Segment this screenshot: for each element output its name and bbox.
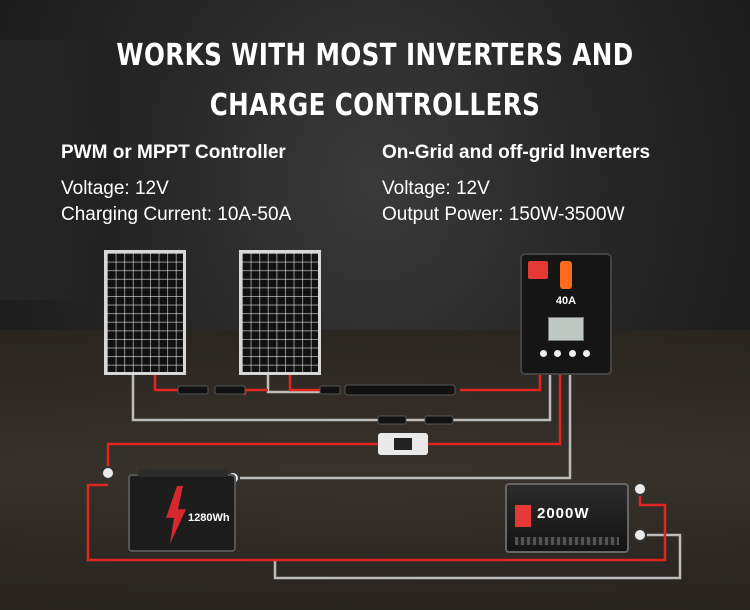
battery-top-cover	[138, 469, 228, 477]
controller-led-indicators	[560, 261, 572, 289]
panel-1-positive-lead	[153, 375, 178, 392]
mc4-connector-2	[214, 385, 246, 395]
controller-rating: 40A	[555, 295, 577, 307]
solar-panel-1	[104, 250, 186, 375]
inverter-power: Output Power: 150W-3500W	[382, 204, 625, 225]
inline-fuse	[378, 433, 428, 455]
panel-2-negative-lead	[266, 375, 320, 394]
controller-button-4	[582, 350, 590, 357]
mc4-connector-1	[177, 385, 209, 395]
panel-1-cross-lead	[243, 388, 268, 395]
inverter-voltage: Voltage: 12V	[382, 178, 490, 199]
battery-positive-ring-terminal	[101, 466, 115, 480]
controller-voltage: Voltage: 12V	[61, 178, 169, 199]
page-title-line-2: CHARGE CONTROLLERS	[209, 88, 541, 123]
mc4-connector-4	[377, 415, 407, 425]
controller-button-1	[540, 350, 547, 357]
mc4-connectors	[177, 384, 456, 425]
background-rv	[0, 40, 120, 300]
charge-controller: 40A	[520, 253, 612, 375]
inverter-heading: On-Grid and off-grid Inverters	[382, 142, 651, 163]
mc4-connector-5	[424, 415, 454, 425]
lightning-bolt-icon	[166, 486, 186, 544]
controller-heading: PWM or MPPT Controller	[61, 142, 286, 163]
battery-inverter-positive-wire	[262, 490, 667, 562]
battery-capacity-label: 1280Wh	[188, 512, 230, 524]
controller-display	[548, 317, 584, 341]
inverter-cooling-fins	[515, 537, 619, 545]
fuse-controller-positive-wire	[428, 375, 562, 446]
controller-button-2	[554, 350, 562, 357]
mc4-connector-3	[319, 385, 341, 395]
controller-logo-icon	[528, 261, 548, 279]
panel-controller-positive-wire	[460, 375, 542, 392]
controller-button-3	[568, 350, 576, 357]
inverter-positive-ring-terminal	[633, 482, 647, 496]
inverter-logo-icon	[515, 505, 531, 527]
panel-negative-wire	[131, 375, 552, 422]
background-ground	[0, 330, 750, 610]
controller-buttons	[540, 350, 590, 358]
battery-positive-loop	[86, 483, 262, 562]
solar-panel-2	[239, 250, 321, 375]
inverter-negative-ring-terminal	[633, 528, 647, 542]
positive-wires	[86, 375, 667, 562]
fuse-battery-positive-wire	[106, 442, 378, 470]
mc4-branch-connector	[344, 384, 456, 396]
power-inverter: 2000W	[505, 483, 629, 553]
battery-inverter-negative-wire	[273, 533, 682, 580]
battery-controller-negative-wire	[236, 375, 572, 480]
lifepo4-battery: 1280Wh	[128, 469, 236, 552]
controller-current: Charging Current: 10A-50A	[61, 204, 292, 225]
page-title-line-1: WORKS WITH MOST INVERTERS AND	[116, 38, 634, 73]
inverter-power-label: 2000W	[537, 505, 590, 522]
